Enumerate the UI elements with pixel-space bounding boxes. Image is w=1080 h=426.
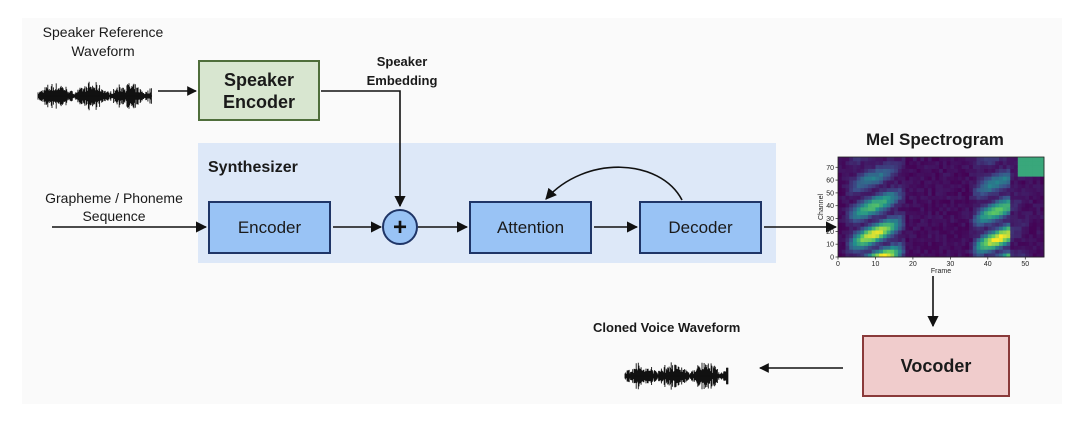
text-sequence-label: Grapheme / Phoneme Sequence	[45, 190, 183, 224]
mel-spectrogram-title: Mel Spectrogram	[866, 130, 1004, 149]
arrow-decoder-feedback	[545, 166, 683, 201]
spectrogram-y-tick-label: 70	[826, 165, 834, 172]
spectrogram-y-tick-label: 40	[826, 203, 834, 210]
arrow-embedding-to-combine	[321, 90, 406, 208]
spectrogram-x-tick-label: 30	[946, 261, 954, 268]
spectrogram-x-tick-label: 40	[984, 261, 992, 268]
attention-block: Attention	[469, 201, 592, 254]
decoder-block: Decoder	[639, 201, 762, 254]
spectrogram-y-axis-label: Channel	[818, 194, 825, 221]
combine-symbol: +	[393, 214, 407, 241]
speaker-embedding-label: Speaker Embedding	[366, 54, 438, 88]
spectrogram-frame	[837, 156, 1045, 258]
decoder-label: Decoder	[668, 217, 733, 237]
encoder-block: Encoder	[208, 201, 331, 254]
spectrogram-y-tick-label: 20	[826, 229, 834, 236]
reference-waveform-icon	[37, 81, 152, 111]
spectrogram-y-tick-label: 10	[826, 242, 834, 249]
spectrogram-x-tick-label: 10	[872, 261, 880, 268]
cloned-waveform-icon	[624, 362, 729, 390]
spectrogram-x-axis-label: Frame	[931, 268, 951, 275]
spectrogram-y-tick-label: 50	[826, 190, 834, 197]
speaker-encoder-label: Speaker Encoder	[222, 69, 296, 112]
spectrogram-y-tick-label: 30	[826, 216, 834, 223]
spectrogram-x-tick-label: 0	[836, 261, 840, 268]
spectrogram-x-tick-label: 20	[909, 261, 917, 268]
spectrogram-y-tick-label: 60	[826, 178, 834, 185]
vocoder-label: Vocoder	[900, 355, 972, 376]
encoder-label: Encoder	[237, 217, 302, 237]
synthesizer-title: Synthesizer	[208, 159, 298, 176]
attention-label: Attention	[496, 217, 565, 237]
cloned-voice-waveform-label: Cloned Voice Waveform	[593, 320, 741, 335]
vocoder-block: Vocoder	[862, 335, 1010, 397]
reference-waveform-label: Speaker Reference Waveform	[42, 24, 164, 59]
spectrogram-x-tick-label: 50	[1021, 261, 1029, 268]
mel-spectrogram-plot: 0 10 20 30 40 50 0 10 20 30 40 50 60 70	[826, 156, 1045, 268]
speaker-encoder-block: Speaker Encoder	[198, 60, 320, 121]
combine-node	[382, 209, 418, 245]
spectrogram-y-tick-label: 0	[830, 255, 834, 262]
